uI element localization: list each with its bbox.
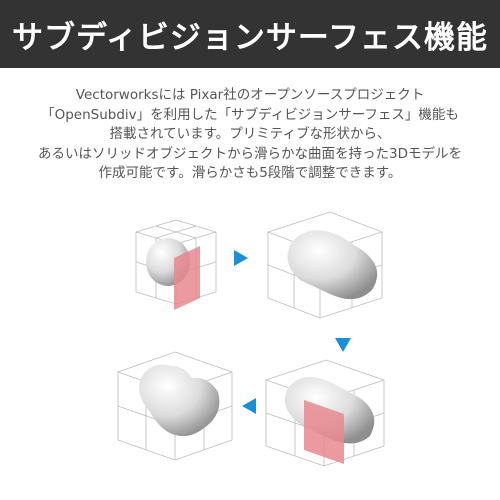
arrow-down-icon [335,338,351,352]
panel-capsule [267,211,383,319]
panel-capsule-section [265,359,385,467]
description-line-2: 「OpenSubdiv」を利用した「サブディビジョンサーフェス」機能も [41,106,459,123]
capsule-shape [287,230,378,300]
panel-sphere [135,219,217,310]
arrow-right-icon [234,250,248,266]
page-title: サブディビジョンサーフェス機能 [12,19,488,56]
description-line-5: 作成可能です。滑らかさも5段階で調整できます。 [98,165,402,181]
panel-heart [117,351,233,461]
page-header: サブディビジョンサーフェス機能 [0,0,500,68]
section-plane [174,246,200,310]
heart-shape [139,364,220,437]
description: Vectorworksには Pixar社のオープンソースプロジェクト 「Open… [0,86,500,184]
description-line-4: あるいはソリッドオブジェクトから滑らかな曲面を持った3Dモデルを [38,145,462,162]
description-line-3: 搭載されています。プリミティブな形状から、 [109,126,391,142]
arrow-left-icon [242,398,256,414]
description-line-1: Vectorworksには Pixar社のオープンソースプロジェクト [75,87,425,103]
section-plane [304,400,344,464]
